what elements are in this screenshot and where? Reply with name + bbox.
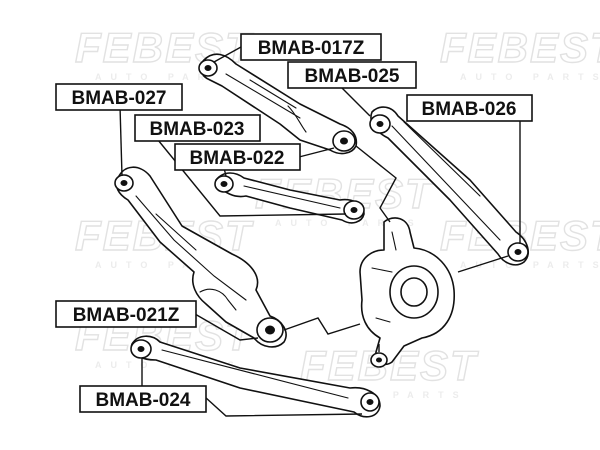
leader-bmab-024-right [204, 396, 363, 417]
bushing-bmab-024-right [360, 392, 380, 412]
leader-bmab-017z [213, 46, 242, 63]
label-bmab-026: BMAB-026 [406, 94, 533, 122]
leader-bmab-027 [119, 105, 123, 177]
watermark-sub: AUTO PARTS [95, 260, 243, 270]
label-text: BMAB-025 [304, 66, 399, 87]
label-text: BMAB-023 [149, 119, 244, 140]
watermark: FEBEST AUTO PARTS [439, 23, 600, 82]
watermark-sub: AUTO PARTS [95, 72, 243, 82]
watermark-sub: AUTO PARTS [95, 360, 243, 370]
wheel-hub-knuckle [359, 217, 455, 366]
watermark-sub: AUTO PARTS [320, 390, 468, 400]
label-text: BMAB-027 [71, 88, 166, 109]
bushing-bmab-023 [343, 200, 365, 220]
lower-link [130, 335, 381, 418]
bushing-bmab-021z [256, 317, 284, 343]
leader-bmab-025 [339, 85, 371, 117]
bushing-bmab-025 [332, 130, 356, 152]
bushing-hub-lower [370, 352, 388, 368]
label-bmab-025: BMAB-025 [287, 61, 417, 89]
assembly-lines [283, 145, 509, 352]
label-bmab-021z: BMAB-021Z [55, 300, 197, 328]
label-bmab-023: BMAB-023 [134, 114, 261, 142]
watermark-brand: FEBEST [440, 24, 600, 71]
bushing-bmab-026-top [369, 114, 391, 134]
label-text: BMAB-021Z [73, 305, 180, 326]
watermark: FEBEST AUTO PARTS [74, 23, 252, 82]
bushing-bmab-027 [114, 174, 134, 192]
bushing-bmab-024-left [130, 339, 152, 359]
label-text: BMAB-026 [421, 99, 516, 120]
bushing-bmab-026 [507, 242, 529, 262]
label-bmab-017z: BMAB-017Z [240, 33, 382, 61]
label-bmab-027: BMAB-027 [55, 83, 183, 111]
trailing-arm [115, 166, 287, 348]
label-bmab-022: BMAB-022 [174, 143, 301, 171]
bushing-bmab-017z [198, 59, 218, 77]
watermark-sub: AUTO PARTS [460, 260, 600, 270]
bushing-bmab-022 [214, 175, 234, 193]
leader-bmab-022-to-bushing [298, 147, 335, 158]
label-text: BMAB-017Z [258, 38, 365, 59]
label-text: BMAB-022 [189, 148, 284, 169]
watermark-sub: AUTO PARTS [460, 72, 600, 82]
camber-link [215, 172, 365, 224]
watermark-sub: AUTO PARTS [275, 218, 423, 228]
leader-bmab-021z [194, 313, 259, 341]
label-bmab-024: BMAB-024 [79, 385, 207, 413]
label-text: BMAB-024 [95, 390, 190, 411]
